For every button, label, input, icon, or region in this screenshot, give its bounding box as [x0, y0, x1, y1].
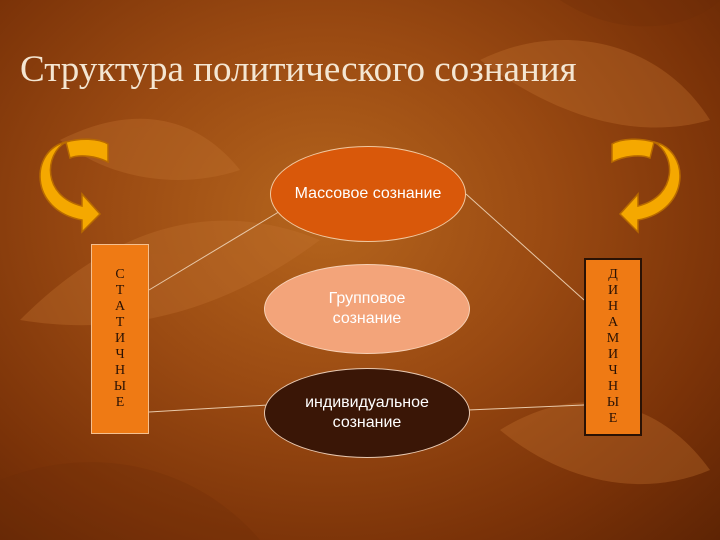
dynamic-letter: А [607, 315, 619, 330]
static-letter: Т [115, 315, 125, 330]
dynamic-letter: Е [608, 411, 618, 426]
static-box: С Т А Т И Ч Н Ы Е [91, 244, 149, 434]
mass-consciousness-label: Массовое сознание [294, 185, 442, 202]
slide-title: Структура политического сознания [20, 49, 577, 90]
dynamic-letter: Ч [608, 363, 618, 378]
dynamic-letter: И [607, 347, 619, 362]
dynamic-letter: Д [608, 267, 618, 282]
static-letter: Е [115, 395, 125, 410]
dynamic-letter: И [607, 283, 619, 298]
connector-line [465, 193, 585, 301]
static-letter: А [114, 299, 126, 314]
connector-line [148, 209, 283, 291]
dynamic-letter: Н [607, 299, 619, 314]
curved-arrow-left-icon [39, 138, 109, 234]
dynamic-box: Д И Н А М И Ч Н Ы Е [584, 258, 642, 436]
dynamic-letter: М [606, 331, 620, 346]
curved-arrow-right-icon [611, 138, 681, 234]
static-letter: Т [115, 283, 125, 298]
connector-line [148, 404, 269, 413]
mass-consciousness-ellipse: Массовое сознание [270, 146, 466, 242]
static-letter: Ч [115, 347, 125, 362]
group-consciousness-label: Групповое сознание [328, 290, 406, 327]
individual-consciousness-ellipse: индивидуальное сознание [264, 368, 470, 458]
static-letter: С [115, 267, 125, 282]
individual-consciousness-label: индивидуальное сознание [305, 394, 429, 431]
dynamic-letter: Н [607, 379, 619, 394]
static-letter: Ы [113, 379, 127, 394]
connector-line [467, 404, 585, 411]
static-letter: Н [114, 363, 126, 378]
group-consciousness-ellipse: Групповое сознание [264, 264, 470, 354]
static-letter: И [114, 331, 126, 346]
dynamic-letter: Ы [606, 395, 620, 410]
